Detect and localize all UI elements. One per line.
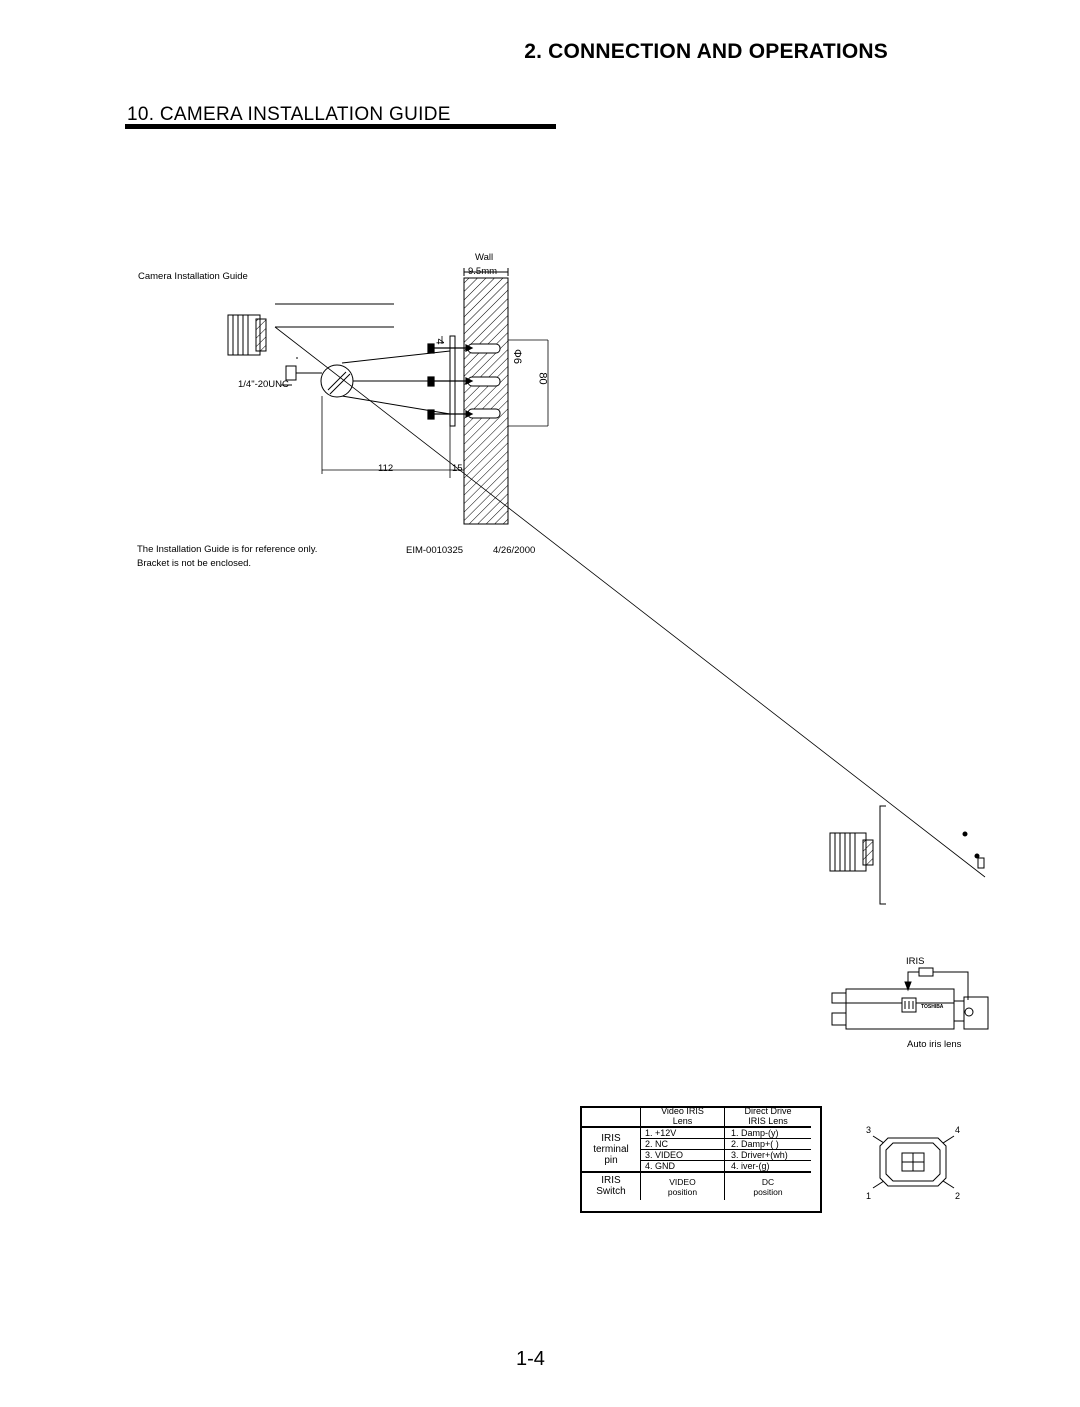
header-video-iris-lens: Lens bbox=[672, 1116, 693, 1126]
table-row: 3. VIDEO 3. Driver+(wh) bbox=[582, 1149, 811, 1161]
switch-dc-position: position bbox=[753, 1186, 783, 1197]
dim-height-label: 80 bbox=[536, 372, 549, 385]
header-direct-drive: Direct Drive bbox=[744, 1106, 792, 1116]
dimension-lines bbox=[321, 336, 549, 478]
switch-dc: DC bbox=[761, 1176, 775, 1187]
bracket-arm bbox=[285, 350, 451, 415]
pin-video-4: 4. GND bbox=[640, 1160, 725, 1173]
doc-date: 4/26/2000 bbox=[493, 545, 536, 556]
dim-screw-label: 4 bbox=[433, 338, 446, 345]
switch-video: VIDEO bbox=[669, 1176, 696, 1187]
lens-detail-drawing bbox=[829, 805, 985, 905]
switch-video-position: position bbox=[667, 1186, 698, 1197]
note-line-2: Bracket is not be enclosed. bbox=[137, 558, 252, 569]
pin-video-2: 2. NC bbox=[640, 1138, 725, 1150]
pin-direct-4: 4. iver-(g) bbox=[724, 1160, 811, 1173]
camera-drawing bbox=[831, 967, 989, 1030]
small-lens-drawing bbox=[227, 303, 394, 356]
note-line-1: The Installation Guide is for reference … bbox=[137, 544, 318, 555]
table-row: IRIS Switch VIDEO position DC position bbox=[582, 1172, 811, 1200]
pin-row-label-1: IRIS bbox=[601, 1133, 621, 1144]
switch-label-1: IRIS bbox=[601, 1175, 621, 1186]
connector-pin-4: 4 bbox=[955, 1125, 961, 1135]
wall-anchors bbox=[467, 343, 501, 419]
pin-direct-3: 3. Driver+(wh) bbox=[724, 1149, 811, 1161]
switch-label-2: Switch bbox=[596, 1186, 626, 1197]
pin-row-label-3: pin bbox=[604, 1155, 618, 1166]
guide-caption: Camera Installation Guide bbox=[138, 271, 248, 282]
dim-width-label: 112 bbox=[378, 463, 394, 474]
reference-line bbox=[274, 326, 986, 878]
camera-brand: TOSHIBA bbox=[921, 1004, 944, 1010]
page-number: 1-4 bbox=[516, 1348, 545, 1370]
wall-label: Wall bbox=[475, 252, 494, 263]
header-direct-drive-lens: IRIS Lens bbox=[748, 1116, 788, 1126]
page-title: 10. CAMERA INSTALLATION GUIDE bbox=[127, 104, 451, 125]
iris-label: IRIS bbox=[906, 956, 925, 967]
connector-pin-2: 2 bbox=[955, 1191, 961, 1201]
title-underline bbox=[125, 124, 556, 129]
dim-offset-label: 15 bbox=[452, 463, 463, 474]
pin-video-3: 3. VIDEO bbox=[640, 1149, 725, 1161]
pin-direct-1: 1. Damp-(y) bbox=[724, 1127, 811, 1139]
pin-video-1: 1. +12V bbox=[640, 1127, 725, 1139]
connector-pin-3: 3 bbox=[866, 1125, 872, 1135]
wall-section bbox=[463, 268, 509, 525]
pin-direct-2: 2. Damp+( ) bbox=[724, 1138, 811, 1150]
table-row: 4. GND 4. iver-(g) bbox=[582, 1160, 811, 1173]
table-row: IRIS terminal pin 1. +12V 1. Damp-(y) bbox=[582, 1127, 811, 1173]
doc-id: EIM-0010325 bbox=[406, 545, 464, 556]
wall-thickness-label: 9.5mm bbox=[468, 266, 498, 277]
connector-pin-1: 1 bbox=[866, 1191, 872, 1201]
section-header: 2. CONNECTION AND OPERATIONS bbox=[524, 40, 888, 63]
header-video-iris: Video IRIS bbox=[661, 1106, 704, 1116]
table-row: 2. NC 2. Damp+( ) bbox=[582, 1138, 811, 1150]
iris-connector-diagram bbox=[872, 1135, 955, 1189]
auto-iris-label: Auto iris lens bbox=[907, 1039, 962, 1050]
thread-label: 1/4"-20UNC bbox=[238, 379, 289, 390]
pin-row-label-2: terminal bbox=[593, 1144, 629, 1155]
dim-hole-label: Φ6 bbox=[510, 349, 523, 364]
